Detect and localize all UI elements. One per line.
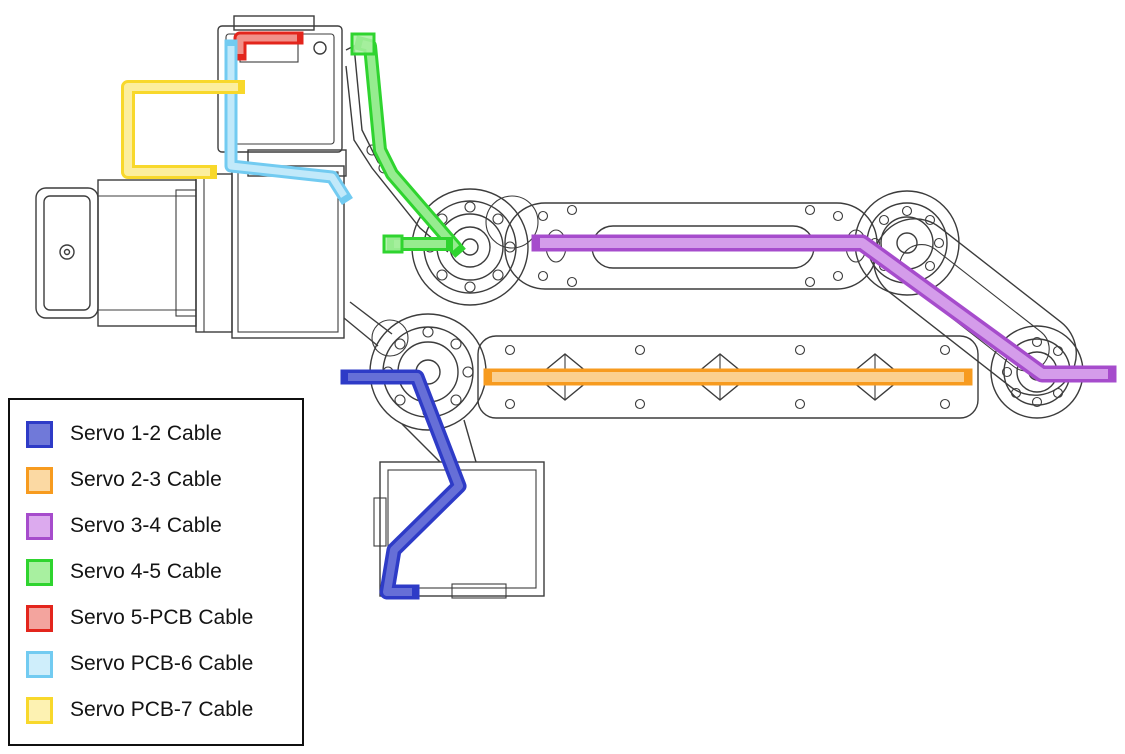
legend-item: Servo 4-5 Cable <box>26 549 302 595</box>
legend: Servo 1-2 Cable Servo 2-3 Cable Servo 3-… <box>8 398 304 746</box>
bottom-servo <box>373 419 545 599</box>
legend-swatch-servo-4-5 <box>26 558 53 586</box>
joint-lower-left-bolts <box>382 326 474 418</box>
legend-swatch-servo-5-pcb <box>26 604 53 632</box>
cable-servo-1-2 <box>340 369 467 600</box>
cable-4-5-stub-knob <box>382 234 404 254</box>
upper-arm-bolts <box>537 204 844 288</box>
cable-4-5-end-knob <box>350 32 376 56</box>
cable-servo-pcb-6 <box>224 39 353 205</box>
cable-servo-4-5 <box>350 32 466 258</box>
legend-swatch-servo-1-2 <box>26 420 53 448</box>
legend-swatch-servo-pcb-6 <box>26 650 53 678</box>
legend-item: Servo PCB-6 Cable <box>26 641 302 687</box>
legend-label: Servo 3-4 Cable <box>70 514 222 537</box>
legend-item: Servo 1-2 Cable <box>26 411 302 457</box>
legend-item: Servo 3-4 Cable <box>26 503 302 549</box>
lower-arm-bolts <box>504 344 951 410</box>
legend-label: Servo 5-PCB Cable <box>70 606 254 629</box>
legend-label: Servo 4-5 Cable <box>70 560 222 583</box>
legend-swatch-servo-2-3 <box>26 466 53 494</box>
joint-lower-left <box>343 301 487 431</box>
legend-label: Servo PCB-6 Cable <box>70 652 254 675</box>
legend-swatch-servo-3-4 <box>26 512 53 540</box>
base-assembly <box>35 165 345 339</box>
cable-servo-pcb-7 <box>121 80 245 179</box>
legend-label: Servo PCB-7 Cable <box>70 698 254 721</box>
legend-item: Servo 5-PCB Cable <box>26 595 302 641</box>
legend-item: Servo PCB-7 Cable <box>26 687 302 733</box>
legend-swatch-servo-pcb-7 <box>26 696 53 724</box>
cable-servo-3-4 <box>531 234 1117 383</box>
legend-label: Servo 1-2 Cable <box>70 422 222 445</box>
cable-overlays <box>121 31 1117 600</box>
legend-label: Servo 2-3 Cable <box>70 468 222 491</box>
legend-item: Servo 2-3 Cable <box>26 457 302 503</box>
cable-servo-5-pcb <box>233 31 304 61</box>
